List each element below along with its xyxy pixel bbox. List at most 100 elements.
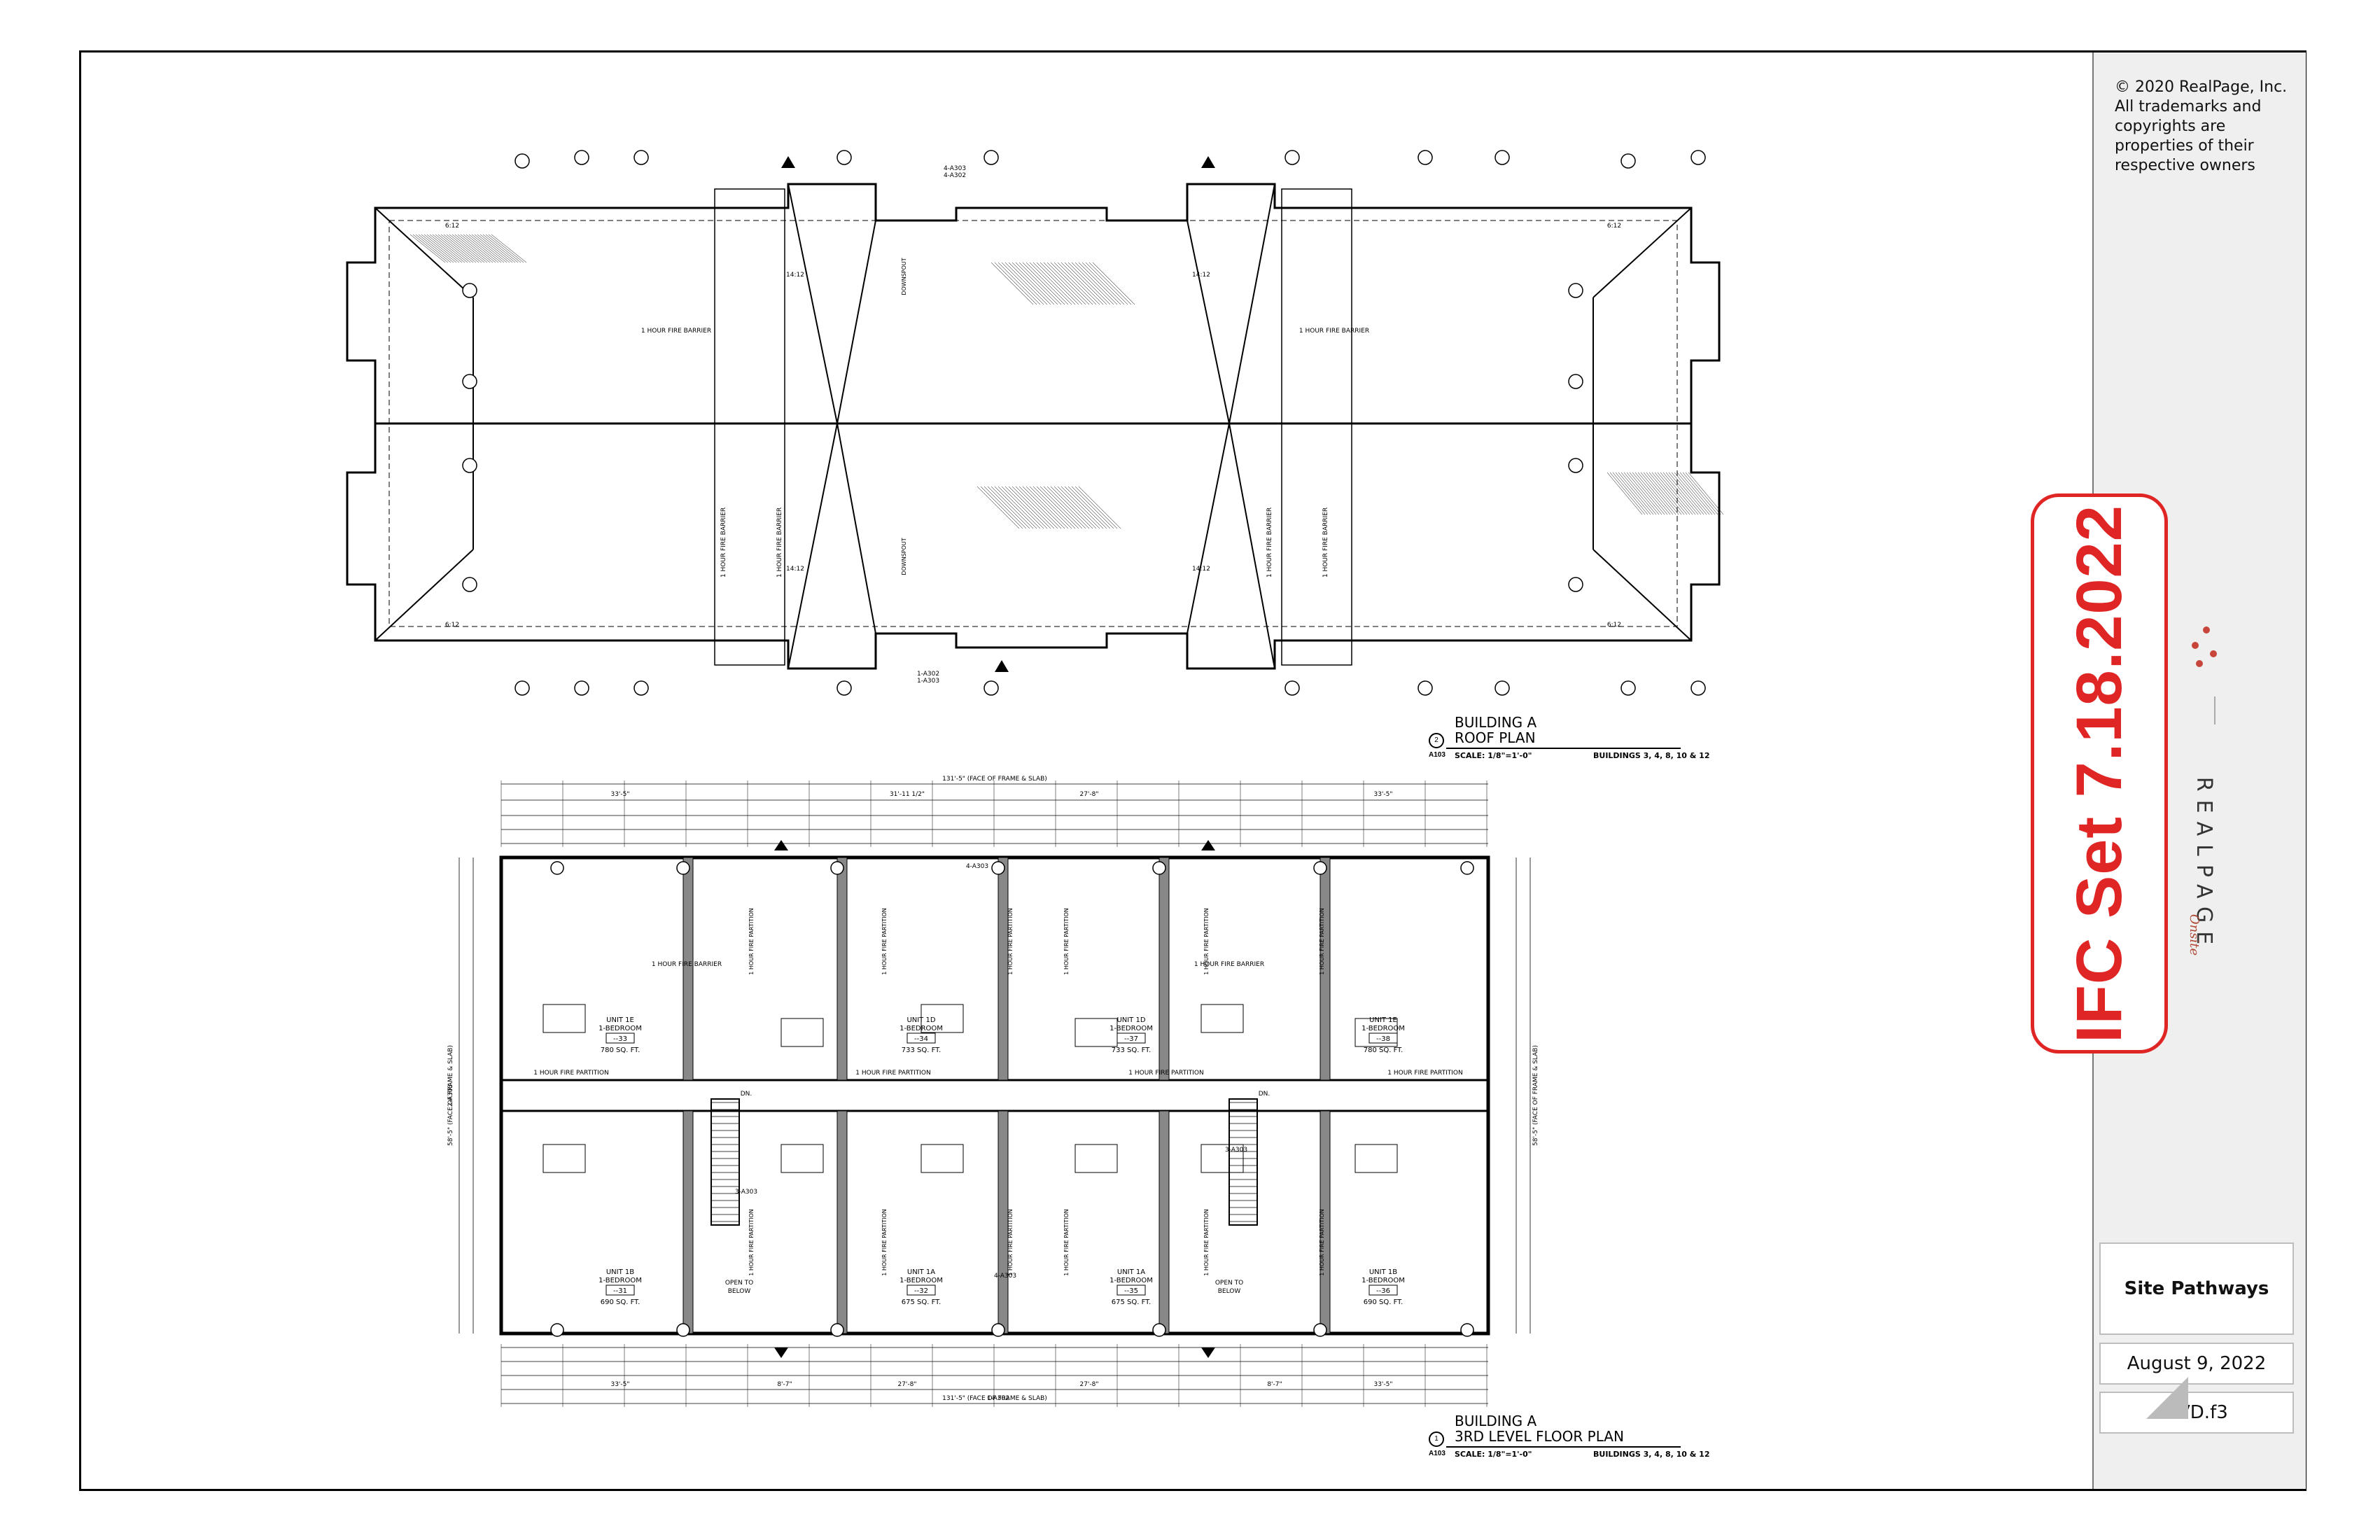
roof-hatch bbox=[1612, 472, 1648, 515]
roof-hatch bbox=[424, 234, 460, 263]
logo-script: Onsite bbox=[2174, 892, 2216, 976]
roof-hatch bbox=[485, 234, 522, 263]
unit-name-label: UNIT 1A bbox=[907, 1268, 935, 1276]
ifc-stamp-text: IFC Set 7.18.2022 bbox=[2063, 504, 2135, 1043]
roof-hatch bbox=[1660, 472, 1696, 515]
roof-hatch bbox=[1632, 472, 1668, 515]
copyright-line: respective owners bbox=[2115, 157, 2255, 174]
roof-hatch bbox=[1068, 486, 1111, 529]
sheet-number: VVD.f3 bbox=[2099, 1392, 2294, 1434]
unit-number-box bbox=[1368, 1032, 1398, 1044]
roof-hatch bbox=[457, 234, 493, 263]
roof-plan-sheet-ref: A103 bbox=[1429, 751, 1446, 759]
roof-hatch bbox=[1015, 486, 1058, 529]
roof-grid-bubble bbox=[1494, 680, 1510, 696]
floor-fire-partition-label: 1 HOUR FIRE PARTITION bbox=[533, 1070, 609, 1077]
floor-demising-wall bbox=[836, 1110, 848, 1334]
roof-hatch bbox=[1665, 472, 1702, 515]
unit-area-label: 690 SQ. FT. bbox=[1364, 1298, 1404, 1306]
floor-corridor bbox=[500, 1079, 1490, 1112]
roof-grid-bubble bbox=[1620, 680, 1636, 696]
floor-fire-partition-label: 1 HOUR FIRE PARTITION bbox=[881, 908, 888, 975]
north-arrow-icon bbox=[1201, 1348, 1215, 1358]
floor-fixture bbox=[1354, 1144, 1398, 1173]
roof-hatch bbox=[1046, 262, 1090, 305]
drawing-area: 1 HOUR FIRE BARRIER 1 HOUR FIRE BARRIER 1 … bbox=[346, 150, 1724, 1407]
roof-plan-scale: SCALE: 1/8"=1'-0" bbox=[1455, 751, 1532, 760]
roof-fire-barrier-label: 1 HOUR FIRE BARRIER bbox=[776, 507, 783, 578]
floor-plan-title-underline bbox=[1446, 1446, 1681, 1448]
title-block: © 2020 RealPage, Inc. All trademarks and… bbox=[2031, 52, 2306, 1489]
roof-hatch bbox=[1646, 472, 1682, 515]
floor-demising-wall bbox=[1158, 1110, 1170, 1334]
roof-hatch bbox=[997, 486, 1041, 529]
unit-type-label: 1-BEDROOM bbox=[1362, 1277, 1405, 1284]
unit-area-label: 780 SQ. FT. bbox=[601, 1046, 640, 1054]
roof-hatch bbox=[471, 234, 507, 263]
floor-section-ref: 1-A302 bbox=[987, 1395, 1009, 1402]
roof-hip bbox=[374, 207, 474, 298]
floor-fire-barrier-label: 1 HOUR FIRE BARRIER bbox=[652, 961, 722, 968]
floor-section-ref: 3-A303 bbox=[1225, 1147, 1247, 1154]
roof-hatch bbox=[477, 234, 513, 263]
ifc-stamp: IFC Set 7.18.2022 bbox=[2031, 493, 2168, 1054]
unit-number-box bbox=[1116, 1032, 1146, 1044]
unit-area-label: 733 SQ. FT. bbox=[1112, 1046, 1152, 1054]
roof-grid-bubble bbox=[1418, 150, 1433, 165]
roof-hip bbox=[836, 423, 876, 634]
roof-hip bbox=[1228, 183, 1275, 424]
roof-hatch bbox=[1640, 472, 1676, 515]
floor-dim-top: 33'-5" bbox=[610, 791, 629, 798]
roof-hatch bbox=[465, 234, 502, 263]
roof-grid-bubble bbox=[1568, 577, 1583, 592]
north-arrow-icon bbox=[774, 1348, 788, 1358]
unit-area-label: 675 SQ. FT. bbox=[1112, 1298, 1152, 1306]
roof-hatch bbox=[1078, 486, 1121, 529]
logo-script-text: Onsite bbox=[2187, 913, 2202, 955]
floor-demising-wall bbox=[997, 857, 1009, 1081]
roof-hatch bbox=[994, 262, 1037, 305]
roof-hatch bbox=[438, 234, 474, 263]
roof-hatch bbox=[488, 234, 524, 263]
roof-hatch bbox=[451, 234, 488, 263]
floor-stair bbox=[1228, 1098, 1258, 1226]
unit-area-label: 690 SQ. FT. bbox=[601, 1298, 640, 1306]
roof-hatch bbox=[1001, 486, 1044, 529]
roof-hip bbox=[788, 183, 838, 424]
roof-section-ref: 1-A303 bbox=[917, 678, 939, 685]
floor-fire-partition-label: 1 HOUR FIRE PARTITION bbox=[748, 908, 755, 975]
roof-hatch bbox=[454, 234, 491, 263]
floor-exterior-wall bbox=[499, 855, 1490, 1336]
unit-type-label: 1-BEDROOM bbox=[899, 1277, 943, 1284]
roof-hatch bbox=[1662, 472, 1699, 515]
roof-hatch bbox=[446, 234, 482, 263]
roof-hatch bbox=[1074, 262, 1118, 305]
unit-number-label: --31 bbox=[613, 1287, 627, 1295]
floor-overall-dim-vertical: 58'-5" (FACE OF FRAME & SLAB) bbox=[447, 1045, 454, 1146]
floor-grid-bubble bbox=[676, 1323, 690, 1337]
roof-grid-bubble bbox=[462, 374, 477, 389]
floor-demising-wall bbox=[997, 1110, 1009, 1334]
unit-name-label: UNIT 1D bbox=[906, 1016, 935, 1024]
project-name-text: Site Pathways bbox=[2124, 1278, 2269, 1299]
floor-dim-top: 31'-11 1/2" bbox=[890, 791, 925, 798]
floor-plan-sheet-ref: A103 bbox=[1429, 1450, 1446, 1457]
roof-hatch bbox=[1026, 486, 1069, 529]
floor-plan-detail-number: 1 bbox=[1434, 1435, 1438, 1443]
roof-hatch bbox=[1092, 262, 1135, 305]
floor-demising-wall bbox=[1158, 857, 1170, 1081]
roof-hatch bbox=[1676, 472, 1713, 515]
floor-fire-partition-label: 1 HOUR FIRE PARTITION bbox=[881, 1209, 888, 1276]
unit-type-label: 1-BEDROOM bbox=[1362, 1025, 1405, 1032]
floor-fixture bbox=[1200, 1004, 1244, 1033]
roof-grid-bubble bbox=[514, 680, 530, 696]
roof-grid-bubble bbox=[836, 150, 852, 165]
roof-plan-buildings: BUILDINGS 3, 4, 8, 10 & 12 bbox=[1593, 751, 1710, 760]
roof-hatch bbox=[1004, 486, 1048, 529]
unit-number-label: --38 bbox=[1376, 1035, 1390, 1043]
floor-dim-bottom: 27'-8" bbox=[1079, 1381, 1098, 1388]
roof-hatch bbox=[418, 234, 454, 263]
roof-grid-bubble bbox=[574, 150, 589, 165]
roof-hatch bbox=[1050, 486, 1093, 529]
roof-hatch bbox=[1629, 472, 1665, 515]
